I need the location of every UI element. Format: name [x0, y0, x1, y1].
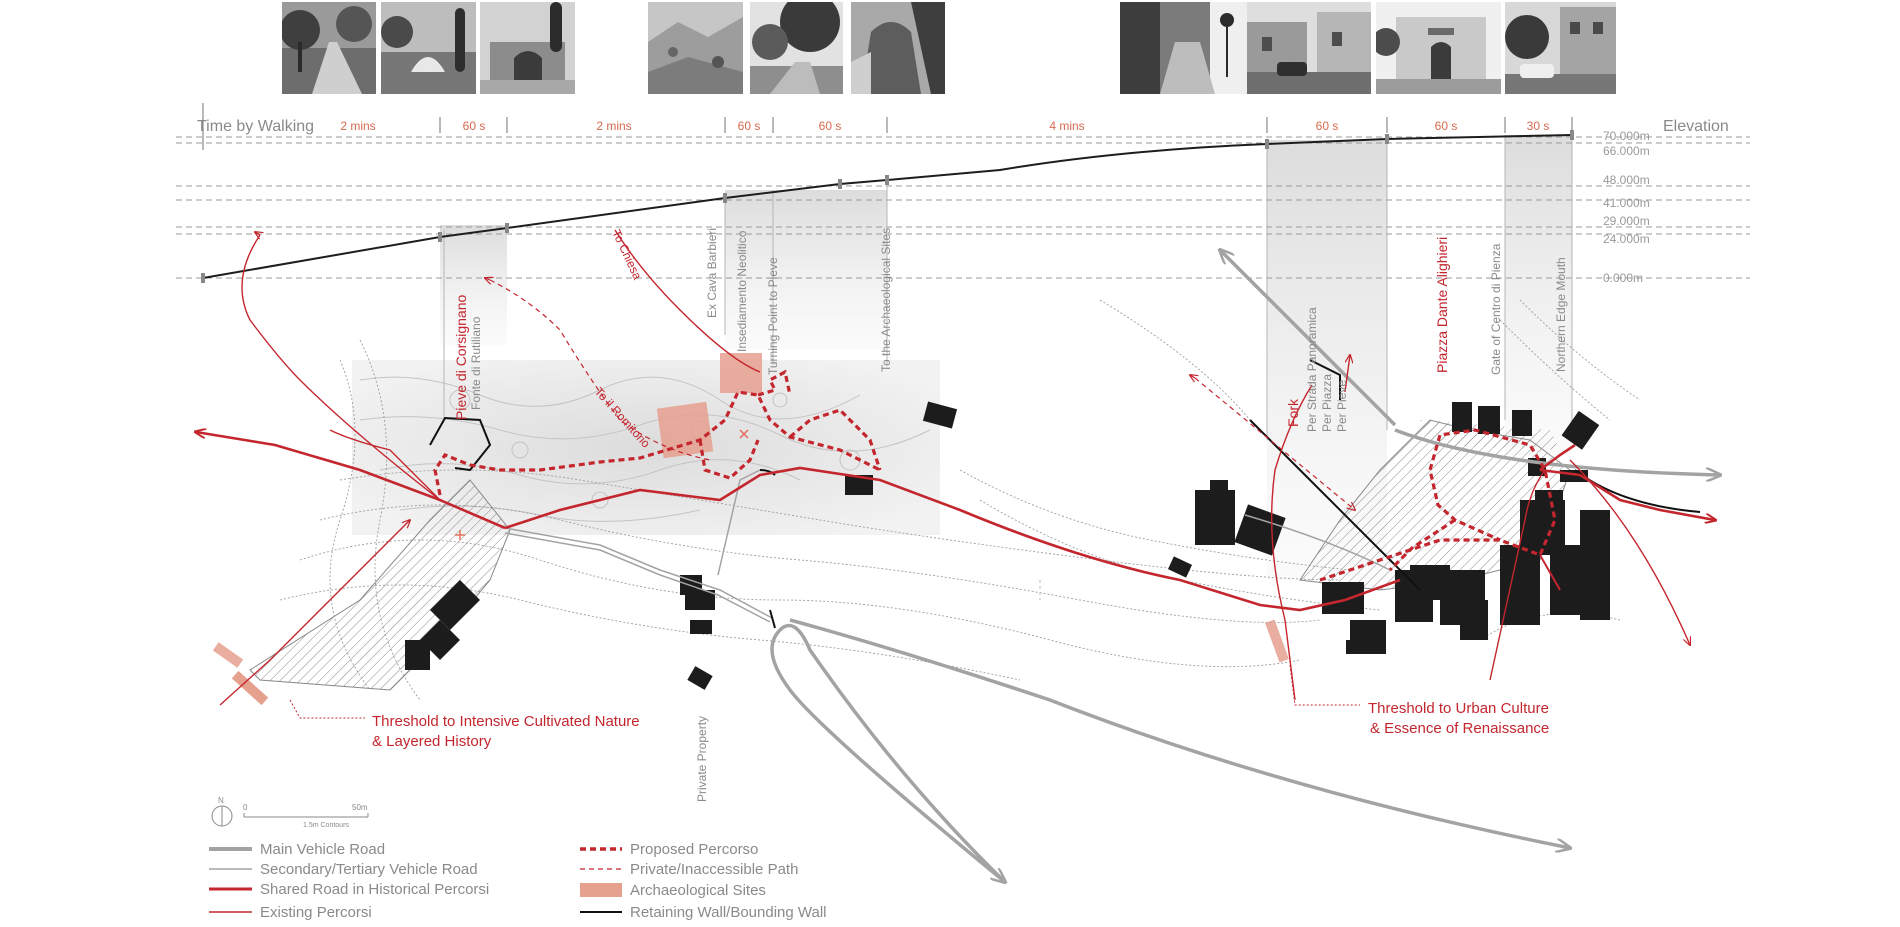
photo-stone-fountain	[480, 2, 575, 94]
scale-bar: 0 50m 1.5m Contours	[243, 803, 369, 829]
legend-main-road: Main Vehicle Road	[260, 841, 385, 858]
hatched-open-space-west	[249, 479, 511, 691]
threshold-east-line1: Threshold to Urban Culture	[1368, 700, 1549, 717]
elevation-value-1: 70.000m	[1603, 129, 1650, 143]
legend-shared-road: Shared Road in Historical Percorsi	[260, 881, 489, 898]
elevation-value-3: 48.000m	[1603, 173, 1650, 187]
photo-town-street	[1505, 2, 1616, 94]
label-private-property: Private Property	[695, 716, 709, 802]
label-per-strada-panoramica: Per Strada Panoramica	[1305, 307, 1319, 432]
legend-archaeological-sites: Archaeological Sites	[630, 882, 766, 899]
photo-village-road	[1247, 2, 1371, 94]
label-to-chiesa: To Chiesa	[609, 227, 644, 282]
label-pieve-di-corsignano: Pieve di Corsignano	[453, 294, 469, 420]
label-insediamento-neolitico: Insediamento Neolitico	[735, 230, 749, 352]
north-label: N	[218, 796, 224, 805]
north-arrow: N	[211, 796, 233, 827]
buildings	[405, 401, 1610, 690]
walking-time-4: 60 s	[738, 119, 761, 133]
main-roads	[770, 250, 1720, 882]
threshold-west-line1: Threshold to Intensive Cultivated Nature	[372, 713, 640, 730]
legend-private-path: Private/Inaccessible Path	[630, 861, 798, 878]
label-per-piazza: Per Piazza	[1320, 374, 1334, 432]
elevation-value-7: 0.000m	[1603, 271, 1643, 285]
legend-existing-percorsi: Existing Percorsi	[260, 904, 372, 921]
legend-proposed-percorso: Proposed Percorso	[630, 841, 758, 858]
walking-time-8: 60 s	[1435, 119, 1458, 133]
legend-secondary-road: Secondary/Tertiary Vehicle Road	[260, 861, 478, 878]
site-markers	[455, 429, 749, 540]
label-turning-point: Turning Point to Pieve	[766, 257, 780, 375]
walking-time-2: 60 s	[463, 119, 486, 133]
time-by-walking-label: Time by Walking	[197, 118, 314, 135]
private-paths	[489, 279, 1355, 510]
photo-town-gate-building	[1376, 2, 1501, 94]
secondary-roads	[504, 469, 1391, 623]
scale-start: 0	[243, 803, 248, 812]
elevation-markers	[201, 130, 1574, 283]
waypoint-lines	[443, 135, 1573, 440]
walking-time-7: 60 s	[1316, 119, 1339, 133]
elevation-value-6: 24.000m	[1603, 232, 1650, 246]
proposed-percorso	[433, 369, 1557, 582]
label-fonte-di-rutiliano: Fonte di Rutiliano	[469, 316, 483, 410]
private-arrow-top	[485, 278, 490, 280]
label-piazza-dante-alighieri: Piazza Dante Alighieri	[1434, 237, 1450, 373]
threshold-leaders	[289, 664, 1360, 719]
threshold-west-line2: & Layered History	[372, 733, 492, 750]
walking-time-6: 4 mins	[1049, 119, 1084, 133]
existing-percorsi	[219, 229, 1690, 706]
elevation-values: 70.000m 66.000m 48.000m 41.000m 29.000m …	[1603, 129, 1650, 285]
elevation-label: Elevation	[1663, 118, 1729, 135]
label-gate-of-centro: Gate of Centro di Pienza	[1489, 243, 1503, 375]
existing-arrow-top	[255, 232, 260, 235]
photo-rocky-quarry	[648, 2, 743, 94]
photo-stone-arch	[381, 2, 476, 94]
proposed-spur	[1539, 554, 1561, 591]
label-per-pieve: Per Pieve	[1335, 380, 1349, 432]
label-northern-edge-mouth: Northern Edge Mouth	[1554, 257, 1568, 372]
elevation-value-5: 29.000m	[1603, 214, 1650, 228]
legend-retaining-wall: Retaining Wall/Bounding Wall	[630, 904, 827, 921]
walking-time-1: 2 mins	[340, 119, 375, 133]
threshold-bar-west	[231, 670, 269, 706]
photo-country-lane	[282, 2, 376, 94]
scale-end: 50m	[352, 803, 368, 812]
legend: Main Vehicle Road Secondary/Tertiary Veh…	[209, 841, 827, 921]
label-ex-cava-barbieri: Ex Cava Barbieri	[705, 228, 719, 318]
aerial-photo-overlay	[352, 360, 940, 535]
photo-narrow-street-sign	[1120, 2, 1247, 94]
elevation-value-4: 41.000m	[1603, 196, 1650, 210]
legend-swatch-archaeological	[580, 883, 622, 897]
photo-woodland-path	[750, 2, 843, 94]
label-fork: Fork	[1285, 398, 1301, 427]
photo-rock-outcrop	[851, 2, 945, 94]
elevation-value-2: 66.000m	[1603, 144, 1650, 158]
walking-time-3: 2 mins	[596, 119, 631, 133]
elevation-profile-line	[202, 134, 1573, 279]
walking-time-9: 30 s	[1527, 119, 1550, 133]
label-archaeological-sites: To the Archaeological Sites	[879, 228, 893, 372]
threshold-east-line2: & Essence of Renaissance	[1370, 720, 1549, 737]
elevation-columns	[440, 135, 1572, 580]
walking-times: 2 mins 60 s 2 mins 60 s 60 s 4 mins 60 s…	[340, 119, 1549, 133]
walking-time-5: 60 s	[819, 119, 842, 133]
scale-contours: 1.5m Contours	[303, 822, 349, 829]
shared-historical-road	[196, 432, 1715, 612]
